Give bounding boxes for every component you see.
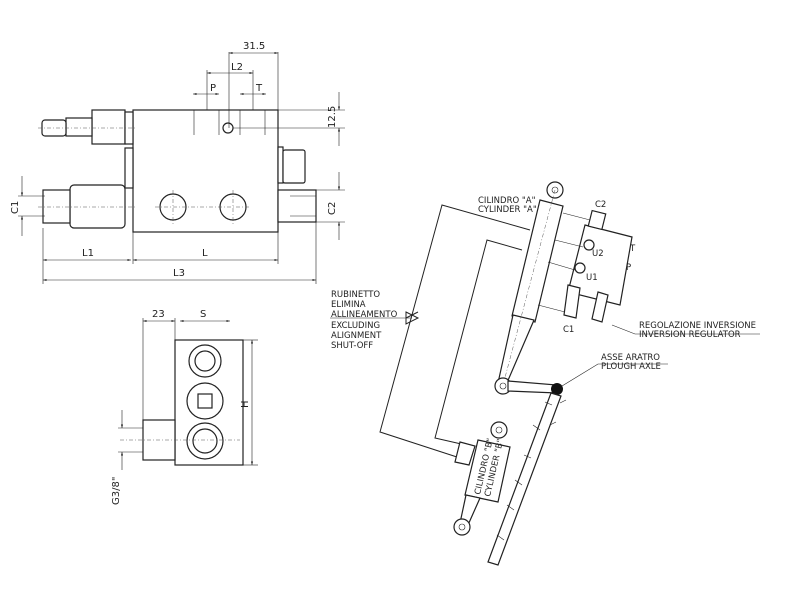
- dim-L2: L2: [231, 62, 243, 73]
- dim-L: L: [202, 248, 208, 259]
- dim-H: H: [240, 400, 251, 408]
- dim-12-5: 12.5: [327, 106, 338, 128]
- cylinder-a-label-it: CILINDRO "A": [478, 196, 536, 206]
- valve-label-line-6: SHUT-OFF: [331, 341, 373, 351]
- regulator-label-it: REGOLAZIONE INVERSIONE: [639, 321, 756, 331]
- dim-G3-8: G3/8": [111, 477, 122, 505]
- regulator-label-en: INVERSION REGULATOR: [639, 330, 741, 340]
- dim-31-5: 31.5: [243, 41, 265, 52]
- dim-T: T: [255, 83, 263, 94]
- schematic-labels: CILINDRO "A" CYLINDER "A" C2 T P U2 U1 C…: [331, 196, 756, 498]
- port-u1-label: U1: [586, 273, 598, 283]
- dim-C2: C2: [327, 202, 338, 215]
- port-c2-label: C2: [595, 200, 606, 210]
- dim-L3: L3: [173, 268, 185, 279]
- axle-label-it: ASSE ARATRO: [601, 353, 660, 363]
- plough-schematic: [330, 181, 760, 566]
- valve-label-line-4: EXCLUDING: [331, 321, 380, 331]
- dim-P: P: [210, 83, 216, 94]
- plough-axle-icon: [551, 383, 563, 395]
- axle-label-en: PLOUGH AXLE: [601, 362, 661, 372]
- valve-label-line-2: ELIMINA: [331, 300, 366, 310]
- valve-top-view: 31.5 L2 P T 12.5 C1 C2 L1 L L3: [10, 41, 345, 284]
- valve-label-line-1: RUBINETTO: [331, 290, 380, 300]
- port-u2-label: U2: [592, 249, 604, 259]
- valve-side-view: 23 S H G3/8": [111, 309, 258, 505]
- port-t-label: T: [629, 244, 636, 254]
- dim-C1: C1: [10, 201, 21, 214]
- dim-S: S: [200, 309, 206, 320]
- port-p-label: P: [626, 263, 631, 273]
- port-c1-label: C1: [563, 325, 574, 335]
- cylinder-a-label-en: CYLINDER "A": [478, 205, 537, 215]
- dim-L1: L1: [82, 248, 94, 259]
- valve-label-line-3: ALLINEAMENTO: [331, 310, 398, 320]
- valve-label-line-5: ALIGNMENT: [331, 331, 382, 341]
- dim-23: 23: [152, 309, 165, 320]
